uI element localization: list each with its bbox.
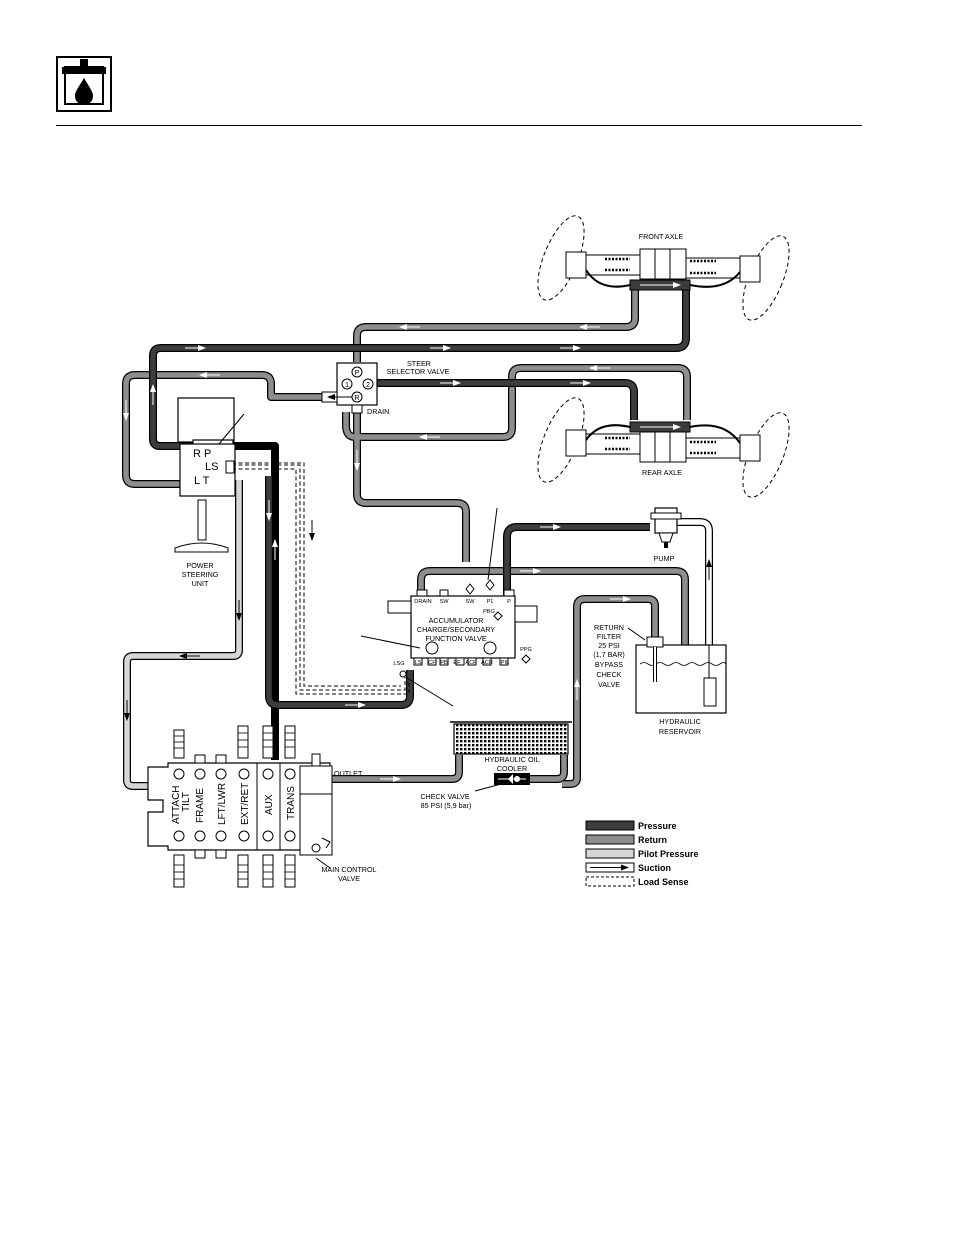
accum-label-1: ACCUMULATOR: [429, 616, 484, 625]
selector-port-p: P: [355, 368, 360, 377]
accum-port-sw2: SW: [465, 599, 475, 605]
accum-bottom-acr: ACR: [481, 660, 493, 666]
pump-label: PUMP: [654, 554, 675, 563]
psu-port-ls: LS: [205, 461, 218, 473]
check-valve-label-2: 85 PSI (5,9 bar): [421, 801, 472, 810]
selector-drain-label: DRAIN: [367, 407, 389, 416]
cooler-label-1: HYDRAULIC OIL: [484, 755, 539, 764]
hydraulic-oil-cooler: [450, 721, 572, 755]
return-filter-label-6: CHECK: [596, 670, 621, 679]
reservoir-label-1: HYDRAULIC: [659, 717, 701, 726]
accum-port-p1: P1: [487, 599, 494, 605]
return-filter-label-1: RETURN: [594, 623, 624, 632]
reservoir-label-2: RESERVOIR: [659, 727, 701, 736]
accum-label-3: FUNCTION VALVE: [425, 634, 486, 643]
mcv-section-lftlwr: LFT/LWR: [217, 783, 228, 825]
accum-label-2: CHARGE/SECONDARY: [417, 625, 495, 634]
mcv-section-extret: EXT/RET: [240, 783, 251, 825]
pump: [650, 507, 682, 548]
legend-swatch-pilot: [585, 848, 635, 859]
front-axle-label: FRONT AXLE: [639, 232, 684, 241]
psu-label-2: STEERING: [182, 570, 219, 579]
return-filter-label-2: FILTER: [597, 632, 621, 641]
legend-swatch-pressure: [585, 820, 635, 831]
pilot-pressure-lines: [123, 480, 713, 790]
accum-port-ppg: PPG: [520, 647, 532, 653]
accum-bottom-ls: LS: [415, 660, 422, 666]
accum-port-p: P: [507, 599, 511, 605]
legend-label-pressure: Pressure: [638, 821, 677, 831]
accum-bottom-ef: EF: [453, 660, 461, 666]
legend-label-suction: Suction: [638, 863, 671, 873]
header-rule: [56, 125, 862, 126]
cooler-label-2: COOLER: [497, 764, 527, 773]
mcv-section-trans: TRANS: [286, 786, 297, 820]
return-filter-label-4: (1,7 BAR): [593, 650, 625, 659]
front-axle-assembly: [537, 215, 790, 321]
power-steering-unit: [174, 397, 245, 553]
accumulator-charge-valve: [360, 507, 538, 707]
mcv-section-attach: ATTACH: [171, 785, 182, 824]
hydraulic-reservoir: [627, 627, 727, 714]
load-sense-line: [232, 462, 410, 695]
rear-axle-label: REAR AXLE: [642, 468, 682, 477]
psu-port-lt: L T: [194, 475, 210, 487]
return-filter-label-3: 25 PSI: [598, 641, 620, 650]
mcv-section-labels: ATTACH TILT FRAME LFT/LWR EXT/RET AUX TR…: [171, 783, 297, 825]
psu-label-1: POWER: [186, 561, 213, 570]
accum-bottom-cf: CF: [428, 660, 436, 666]
flow-arrows: [123, 324, 712, 782]
check-valve: [474, 773, 530, 792]
accum-bottom-pb: PB: [440, 660, 448, 666]
check-valve-label-1: CHECK VALVE: [420, 792, 469, 801]
return-filter-label-5: BYPASS: [595, 660, 623, 669]
legend-swatch-loadsense: [585, 876, 635, 887]
legend-label-loadsense: Load Sense: [638, 877, 689, 887]
psu-port-rp: R P: [193, 448, 211, 460]
line-type-legend: Pressure Return Pilot Pressure Suction L…: [585, 820, 699, 887]
return-lines: [122, 285, 691, 788]
psu-label-3: UNIT: [192, 579, 209, 588]
main-control-valve: [147, 725, 333, 888]
steer-selector-valve: [321, 362, 378, 414]
selector-port-r: R: [354, 393, 359, 402]
accum-bottom-pil: PIL: [501, 660, 509, 666]
mcv-section-tilt: TILT: [181, 792, 192, 812]
accum-port-drain: DRAIN: [414, 599, 431, 605]
legend-label-pilot: Pilot Pressure: [638, 849, 699, 859]
steer-selector-label-2: SELECTOR VALVE: [387, 367, 450, 376]
mcv-label-2: VALVE: [338, 874, 360, 883]
accum-bottom-acf: ACF: [465, 660, 477, 666]
rear-axle-assembly: [537, 397, 790, 498]
selector-port-1: 1: [345, 380, 349, 389]
diagram-labels: FRONT AXLE REAR AXLE STEER SELECTOR VALV…: [182, 232, 701, 883]
pressure-lines: [149, 285, 690, 760]
legend-swatch-return: [585, 834, 635, 845]
mcv-label-1: MAIN CONTROL: [321, 865, 376, 874]
accum-port-lsg: LSG: [393, 661, 404, 667]
accum-port-sw1: SW: [439, 599, 449, 605]
hydraulics-section-icon: [56, 56, 112, 112]
mcv-section-frame: FRAME: [195, 788, 206, 823]
return-filter-label-7: VALVE: [598, 680, 620, 689]
mcv-section-aux: AUX: [264, 794, 275, 815]
accum-port-pbg: PBG: [483, 609, 495, 615]
legend-label-return: Return: [638, 835, 667, 845]
selector-port-2: 2: [366, 380, 370, 389]
steer-selector-label-1: STEER: [407, 359, 431, 368]
outlet-label: OUTLET: [334, 769, 363, 778]
